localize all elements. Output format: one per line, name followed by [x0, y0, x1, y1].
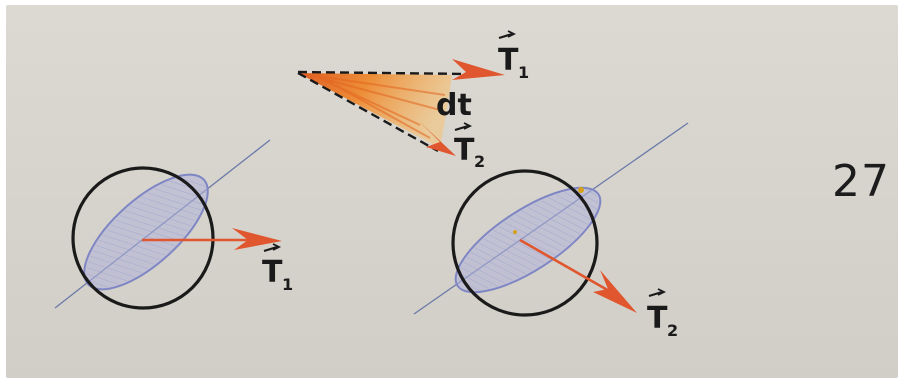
page-number: 27 — [832, 156, 890, 207]
left-circle-figure — [55, 140, 282, 308]
label-t2-top: T 2 — [454, 123, 485, 171]
label-t1-top-sub: 1 — [518, 63, 529, 82]
label-t1-top: T 1 — [498, 31, 529, 82]
label-t1-left-sub: 1 — [282, 275, 293, 294]
label-t1-left-letter: T — [262, 255, 283, 290]
label-t1-top-letter: T — [498, 43, 519, 78]
label-dt: dt — [436, 88, 472, 123]
label-t2-right-sub: 2 — [667, 321, 678, 340]
label-t2-top-sub: 2 — [474, 152, 485, 171]
right-tangent-mark — [578, 187, 584, 193]
label-t1-left: T 1 — [262, 244, 293, 294]
left-ellipse-hatch — [69, 159, 222, 305]
label-t2-top-letter: T — [454, 133, 475, 168]
label-t2-right: T 2 — [647, 289, 678, 340]
label-t2-right-letter: T — [647, 301, 668, 336]
arrow-t2-right-head — [593, 270, 637, 313]
right-center-mark — [513, 230, 517, 234]
